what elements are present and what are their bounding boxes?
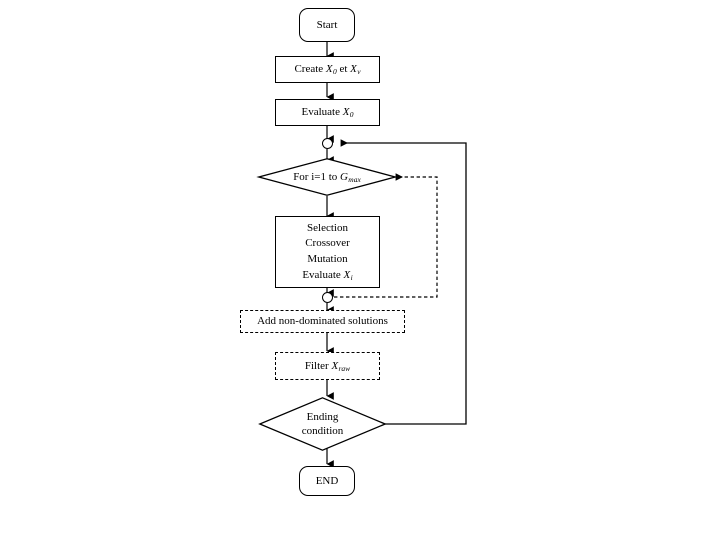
var-x0-subscript: 0	[349, 110, 354, 120]
var-xv-subscript: v	[357, 67, 361, 77]
var-x0: X	[325, 63, 333, 76]
ending-condition-diamond-shape	[258, 397, 387, 451]
operator-selection: Selection	[307, 221, 348, 234]
operator-crossover: Crossover	[305, 237, 350, 250]
node-add-nondominated-label: Add non-dominated solutions	[257, 315, 388, 328]
node-ending-condition-label: Ending condition	[259, 397, 386, 451]
node-start[interactable]: Start	[299, 8, 355, 42]
var-gmax: G	[340, 170, 348, 183]
node-loop-decision-label: For i=1 to Gmax	[293, 170, 361, 184]
node-filter-label: Filter Xraw	[304, 359, 351, 373]
node-loop-decision[interactable]: For i=1 to Gmax	[256, 158, 398, 196]
var-x0-subscript: 0	[332, 67, 337, 77]
var-xi-subscript: i	[350, 272, 353, 282]
node-end[interactable]: END	[299, 466, 355, 496]
var-gmax-subscript: max	[348, 174, 361, 184]
loop-entry-junction	[321, 137, 333, 149]
operator-evaluate-xi: Evaluate Xi	[302, 268, 353, 282]
node-ending-condition[interactable]: Ending condition	[258, 397, 387, 451]
var-xi: X	[343, 268, 351, 281]
node-end-label: END	[315, 474, 339, 487]
node-create-label: Create X0 et Xv	[294, 63, 361, 77]
node-evaluate-x0[interactable]: Evaluate X0	[275, 99, 380, 126]
node-filter[interactable]: Filter Xraw	[275, 352, 380, 380]
loop-decision-diamond-shape	[256, 158, 398, 196]
node-start-label: Start	[316, 18, 338, 31]
var-xraw: X	[331, 359, 339, 372]
node-evaluate-x0-label: Evaluate X0	[301, 106, 354, 120]
operator-mutation: Mutation	[307, 252, 348, 265]
ending-line-2: condition	[301, 425, 344, 437]
node-create-population[interactable]: Create X0 et Xv	[275, 56, 380, 83]
node-ga-operators[interactable]: Selection Crossover Mutation Evaluate Xi	[275, 216, 380, 288]
var-xraw-subscript: raw	[338, 363, 351, 373]
ending-line-1: Ending	[306, 410, 339, 423]
var-xv: X	[350, 63, 357, 76]
var-x0: X	[342, 106, 350, 119]
generation-exit-junction	[321, 291, 333, 303]
node-add-nondominated[interactable]: Add non-dominated solutions	[240, 310, 405, 333]
